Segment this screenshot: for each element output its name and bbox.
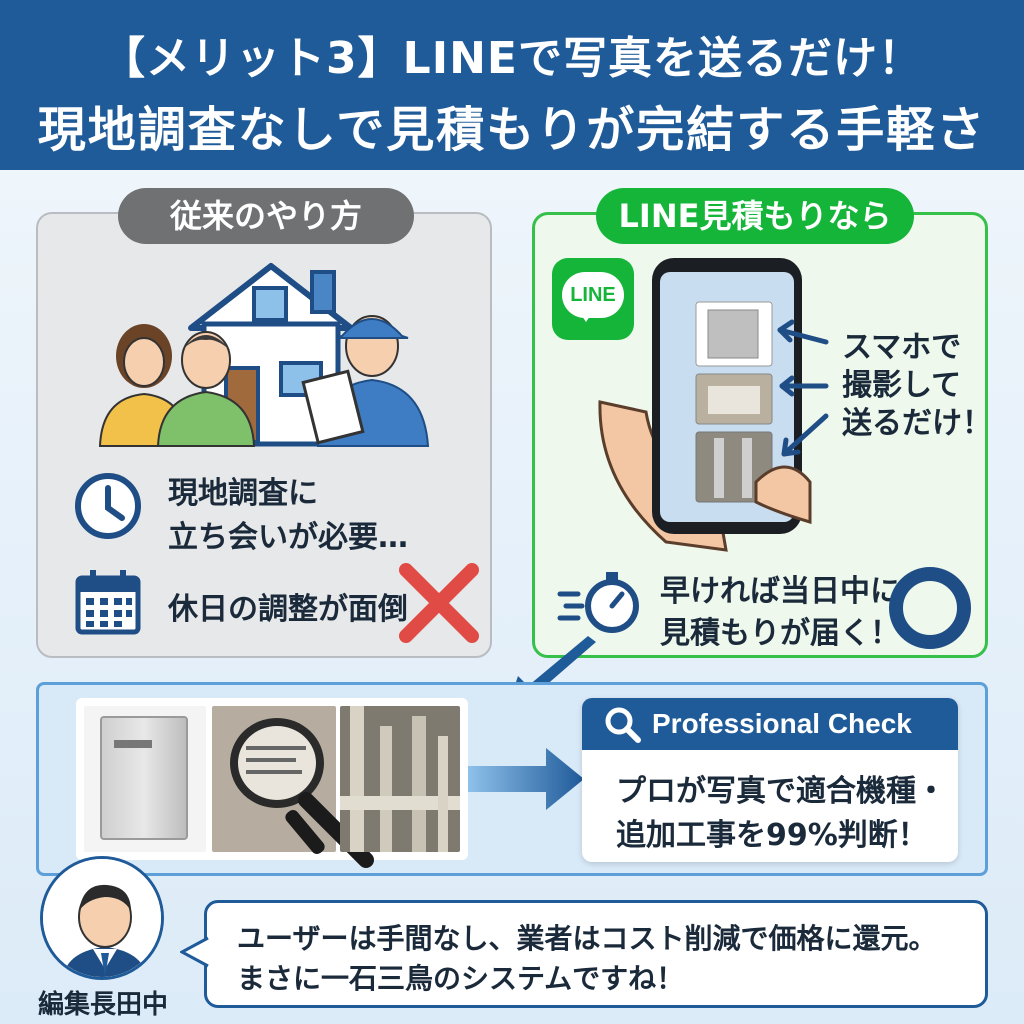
phone-caption-2: 撮影して <box>842 368 962 403</box>
calendar-icon <box>75 570 141 635</box>
page-header: 【メリット3】LINEで写真を送るだけ！ 現地調査なしで見積もりが完結する手軽さ <box>0 0 1024 170</box>
result-text-2: 見積もりが届く！ <box>660 616 900 651</box>
result-text-1: 早ければ当日中に <box>660 574 900 609</box>
line-logo-text: LINE <box>570 284 616 306</box>
search-icon <box>605 707 641 743</box>
check-body-line1: プロが写真で適合機種・ <box>616 774 946 809</box>
comment-line1: ユーザーは手間なし、業者はコスト削減で価格に還元。 <box>237 922 937 955</box>
cross-icon <box>399 563 479 643</box>
header-title-line1: 【メリット3】LINEで写真を送るだけ！ <box>101 33 923 84</box>
phone-caption-3: 送るだけ！ <box>842 406 992 441</box>
pointer-arrows <box>777 319 829 457</box>
clock-icon <box>75 473 141 539</box>
line-logo: LINE <box>552 258 634 340</box>
circle-icon <box>889 567 971 649</box>
professional-check-card: Professional Check プロが写真で適合機種・ 追加工事を99%判… <box>582 698 958 862</box>
water-heater-photo <box>84 706 206 852</box>
editor-avatar <box>40 856 164 980</box>
model-label-photo <box>212 706 336 857</box>
house-family-illustration <box>98 263 430 447</box>
holiday-adjust-text: 休日の調整が面倒 <box>168 592 408 627</box>
right-arrow-icon <box>468 748 584 810</box>
phone-caption-1: スマホで <box>842 330 962 365</box>
onsite-visit-text-1: 現地調査に <box>168 476 318 511</box>
editor-comment-bubble: ユーザーは手間なし、業者はコスト削減で価格に還元。 まさに一石三鳥のシステムです… <box>204 900 988 1008</box>
traditional-method-label: 従来のやり方 <box>118 188 414 244</box>
check-body-line2: 追加工事を99%判断！ <box>616 818 928 853</box>
bubble-tail-icon <box>180 936 209 968</box>
professional-check-body: プロが写真で適合機種・ 追加工事を99%判断！ <box>616 770 946 858</box>
line-estimate-label: LINE見積もりなら <box>596 188 914 244</box>
header-title-line2: 現地調査なしで見積もりが完結する手軽さ <box>37 102 987 158</box>
professional-check-title: Professional Check <box>582 698 958 750</box>
pipes-photo <box>340 706 460 852</box>
comment-line2: まさに一石三鳥のシステムですね！ <box>237 962 685 995</box>
editor-name: 編集長田中 <box>38 990 169 1020</box>
comment-text: ユーザーは手間なし、業者はコスト削減で価格に還元。 まさに一石三鳥のシステムです… <box>237 919 936 999</box>
stopwatch-icon <box>557 572 639 633</box>
onsite-visit-text-2: 立ち会いが必要… <box>168 520 408 555</box>
smartphone-illustration <box>598 258 812 552</box>
